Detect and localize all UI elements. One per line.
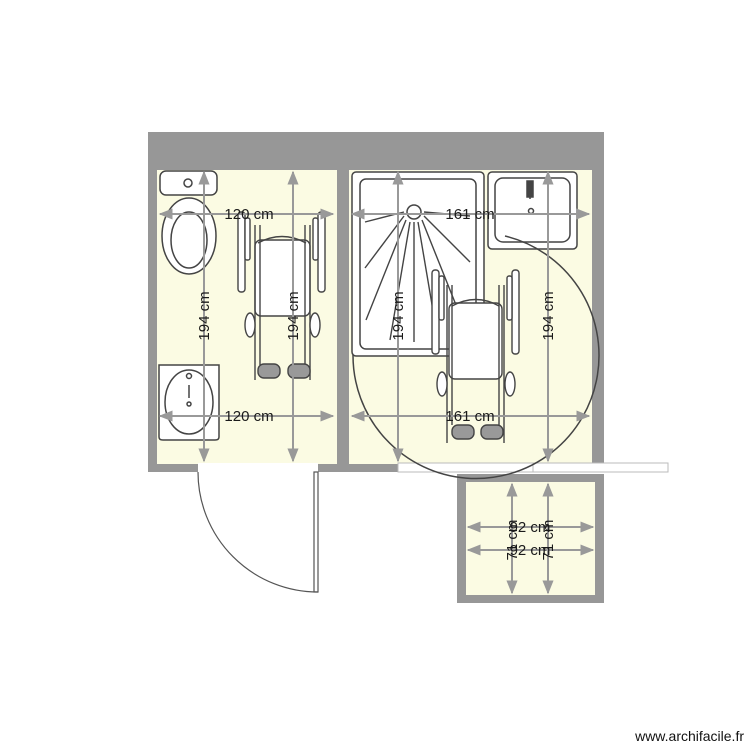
- wheelchair-icon-bath: [431, 269, 520, 443]
- site-credit: www.archifacile.fr: [635, 728, 744, 744]
- small-height-label: 71 cm: [504, 520, 521, 561]
- small-room-floor: [466, 482, 595, 595]
- small-height-b-label: 71 cm: [540, 520, 557, 561]
- small-width-b-label: 92 cm: [510, 542, 551, 559]
- wc-door: [197, 471, 319, 593]
- wc-inner-height-label: 194 cm: [285, 291, 302, 340]
- bath-inner-height-label: 194 cm: [540, 291, 557, 340]
- small-width-label: 92 cm: [510, 519, 551, 536]
- dimension-labels: 120 cm 120 cm 194 cm 194 cm 161 cm 161 c…: [196, 206, 557, 560]
- dimension-lines: [158, 170, 595, 595]
- wc-door-opening: [198, 463, 318, 472]
- washbasin-icon: [158, 364, 220, 441]
- wc-width-bottom-label: 120 cm: [224, 408, 273, 425]
- wc-width-label: 120 cm: [224, 206, 273, 223]
- bath-washbasin-icon: [487, 171, 578, 250]
- toilet-icon: [159, 170, 218, 275]
- bath-height-label: 194 cm: [390, 291, 407, 340]
- bath-width-label: 161 cm: [445, 206, 494, 223]
- wc-height-label: 194 cm: [196, 291, 213, 340]
- bath-width-bottom-label: 161 cm: [445, 408, 494, 425]
